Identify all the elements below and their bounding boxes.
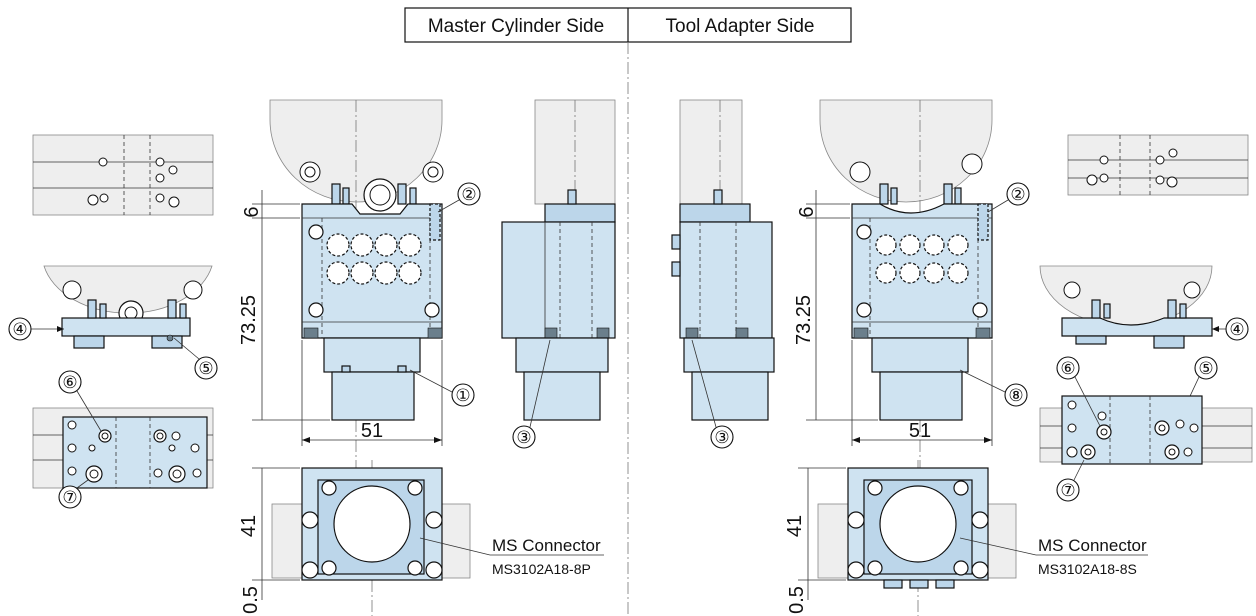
master-side-label: Master Cylinder Side: [428, 16, 604, 37]
header-table: Master Cylinder Side Tool Adapter Side: [404, 7, 852, 43]
tool-depth-dimensions: 41 0.5: [784, 467, 846, 614]
master-contact-array: [326, 233, 422, 285]
tool-side-view: [671, 99, 775, 421]
tool-side-detail: [1039, 265, 1213, 349]
svg-text:③: ③: [714, 428, 729, 447]
tool-top-offset: 6: [796, 206, 818, 217]
svg-text:④: ④: [12, 320, 27, 339]
master-depth: 41: [238, 515, 260, 537]
callout-3-right: ③: [691, 339, 734, 449]
svg-text:⑦: ⑦: [1060, 481, 1075, 500]
callout-5-left: ⑤: [173, 337, 218, 380]
tool-width: 51: [909, 420, 931, 442]
master-front-view: [269, 99, 444, 470]
tool-bottom-detail: [1039, 395, 1253, 465]
tool-front-view: [819, 99, 993, 470]
callout-6-left: ⑥: [58, 370, 102, 432]
callout-3-left: ③: [512, 339, 551, 449]
master-connector-title: MS Connector: [492, 536, 601, 555]
callout-1: ①: [409, 369, 475, 407]
tool-bottom-view: [817, 460, 1017, 616]
callout-7-right: ⑦: [1056, 459, 1085, 502]
callout-6-right: ⑥: [1056, 356, 1101, 427]
svg-text:③: ③: [516, 428, 531, 447]
callout-4-left: ④: [8, 317, 64, 341]
master-top-detail: [32, 134, 214, 216]
svg-text:⑦: ⑦: [62, 488, 77, 507]
master-side-detail: [43, 265, 213, 349]
tool-bottom-offset: 0.5: [786, 586, 808, 614]
master-height: 73.25: [238, 295, 260, 345]
master-width: 51: [361, 420, 383, 442]
tool-side-label: Tool Adapter Side: [666, 16, 815, 37]
tool-height: 73.25: [793, 295, 815, 345]
tool-dimensions: 6 73.25 51: [793, 190, 993, 446]
tool-contact-array: [875, 234, 969, 284]
svg-text:⑤: ⑤: [198, 359, 213, 378]
svg-text:⑤: ⑤: [1198, 359, 1213, 378]
master-bottom-detail: [32, 407, 214, 489]
master-dimensions: 6 73.25 51: [238, 190, 443, 446]
tool-connector-part: MS3102A18-8S: [1038, 561, 1137, 577]
master-top-offset: 6: [241, 206, 263, 217]
tool-top-detail: [1067, 134, 1249, 196]
master-bottom-offset: 0.5: [240, 586, 262, 614]
svg-text:②: ②: [1010, 185, 1025, 204]
callout-8: ⑧: [959, 369, 1028, 407]
tool-depth: 41: [784, 515, 806, 537]
master-connector-label: MS Connector MS3102A18-8P: [419, 536, 604, 577]
callout-7-left: ⑦: [58, 479, 89, 509]
svg-text:④: ④: [1229, 320, 1244, 339]
svg-text:①: ①: [455, 386, 470, 405]
svg-text:⑥: ⑥: [1060, 359, 1075, 378]
callout-2-right: ②: [987, 182, 1030, 213]
callout-2-left: ②: [437, 182, 481, 213]
master-depth-dimensions: 41 0.5: [238, 467, 300, 614]
master-side-view: [501, 99, 616, 421]
svg-text:⑥: ⑥: [62, 373, 77, 392]
svg-text:②: ②: [461, 185, 476, 204]
callout-4-right: ④: [1212, 317, 1249, 341]
master-connector-part: MS3102A18-8P: [492, 561, 591, 577]
master-bottom-view: [271, 460, 471, 616]
tool-connector-title: MS Connector: [1038, 536, 1147, 555]
tool-connector-label: MS Connector MS3102A18-8S: [959, 536, 1148, 577]
svg-text:⑧: ⑧: [1008, 386, 1023, 405]
